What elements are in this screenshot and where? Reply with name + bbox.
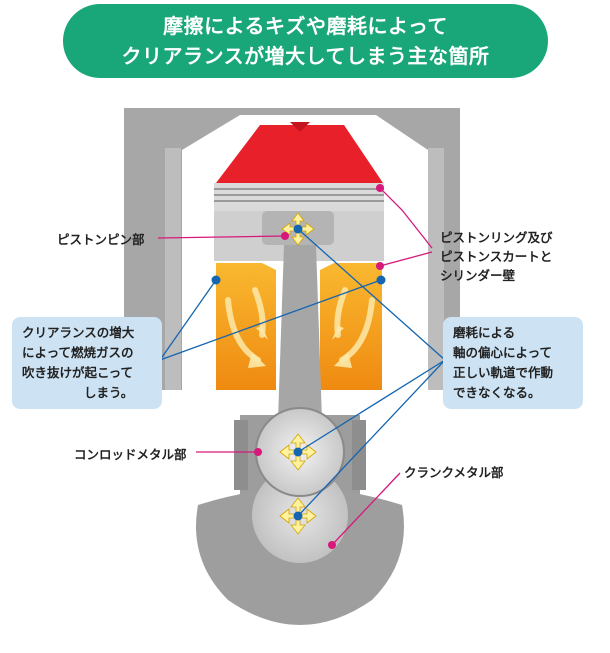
leader-piston-pin xyxy=(157,235,286,239)
connecting-rod xyxy=(278,245,322,420)
combustion-chamber xyxy=(216,125,383,183)
gas-leak-left xyxy=(216,263,276,390)
label-piston-ring-line-2: ピストンスカートと xyxy=(440,249,553,264)
title-line-2: クリアランスが増大してしまう主な箇所 xyxy=(121,44,490,68)
leader-piston-ring-top xyxy=(379,187,433,249)
callout-wear-line-2: 軸の偏心によって xyxy=(453,345,553,360)
dot-clearance-right xyxy=(376,275,386,285)
callout-clearance: クリアランスの増大 によって燃焼ガスの 吹き抜けが起こって しまう。 xyxy=(12,317,162,409)
label-conrod-metal: コンロッドメタル部 xyxy=(74,447,187,462)
leader-clearance-left xyxy=(159,279,217,361)
callout-clearance-line-2: によって燃焼ガスの xyxy=(22,345,134,360)
cylinder-block xyxy=(124,108,460,390)
piston-crown xyxy=(214,183,384,211)
title-banner: 摩擦によるキズや磨耗によって クリアランスが増大してしまう主な箇所 xyxy=(63,4,548,78)
label-piston-ring-line-1: ピストンリング及び xyxy=(440,230,553,245)
callout-wear-line-1: 磨耗による xyxy=(453,325,516,340)
dot-conrod-blue xyxy=(293,447,303,457)
leader-wear-pin xyxy=(297,228,446,361)
leader-wear-crank xyxy=(297,359,446,517)
dot-piston-pin-blue xyxy=(293,224,303,234)
callout-clearance-line-3: 吹き抜けが起こって xyxy=(22,365,134,380)
leader-crank-metal xyxy=(331,472,401,546)
label-piston-pin: ピストンピン部 xyxy=(57,232,145,247)
callout-wear-line-3: 正しい軌道で作動 xyxy=(453,365,554,380)
dot-crank-blue xyxy=(293,511,303,521)
dot-piston-pin-pink xyxy=(281,232,289,240)
leader-piston-ring-skirt xyxy=(379,251,433,267)
label-crank-metal: クランクメタル部 xyxy=(404,465,504,480)
title-line-1: 摩擦によるキズや磨耗によって xyxy=(163,14,448,38)
dot-piston-ring-skirt xyxy=(376,262,384,270)
dot-piston-ring-top xyxy=(376,184,384,192)
callout-clearance-line-4: しまう。 xyxy=(84,385,134,400)
dot-clearance-left xyxy=(211,275,221,285)
label-piston-ring-line-3: シリンダー壁 xyxy=(440,268,516,283)
callout-wear-line-4: できなくなる。 xyxy=(453,385,541,400)
callout-clearance-line-1: クリアランスの増大 xyxy=(22,325,135,340)
callout-wear: 磨耗による 軸の偏心によって 正しい軌道で作動 できなくなる。 xyxy=(443,317,583,409)
label-piston-ring: ピストンリング及び ピストンスカートと シリンダー壁 xyxy=(440,228,553,285)
dot-conrod-pink xyxy=(254,448,262,456)
leader-clearance-right xyxy=(159,279,382,361)
gas-leak-right xyxy=(320,263,382,390)
leader-wear-conrod xyxy=(297,359,446,453)
dot-crank-metal xyxy=(328,541,336,549)
